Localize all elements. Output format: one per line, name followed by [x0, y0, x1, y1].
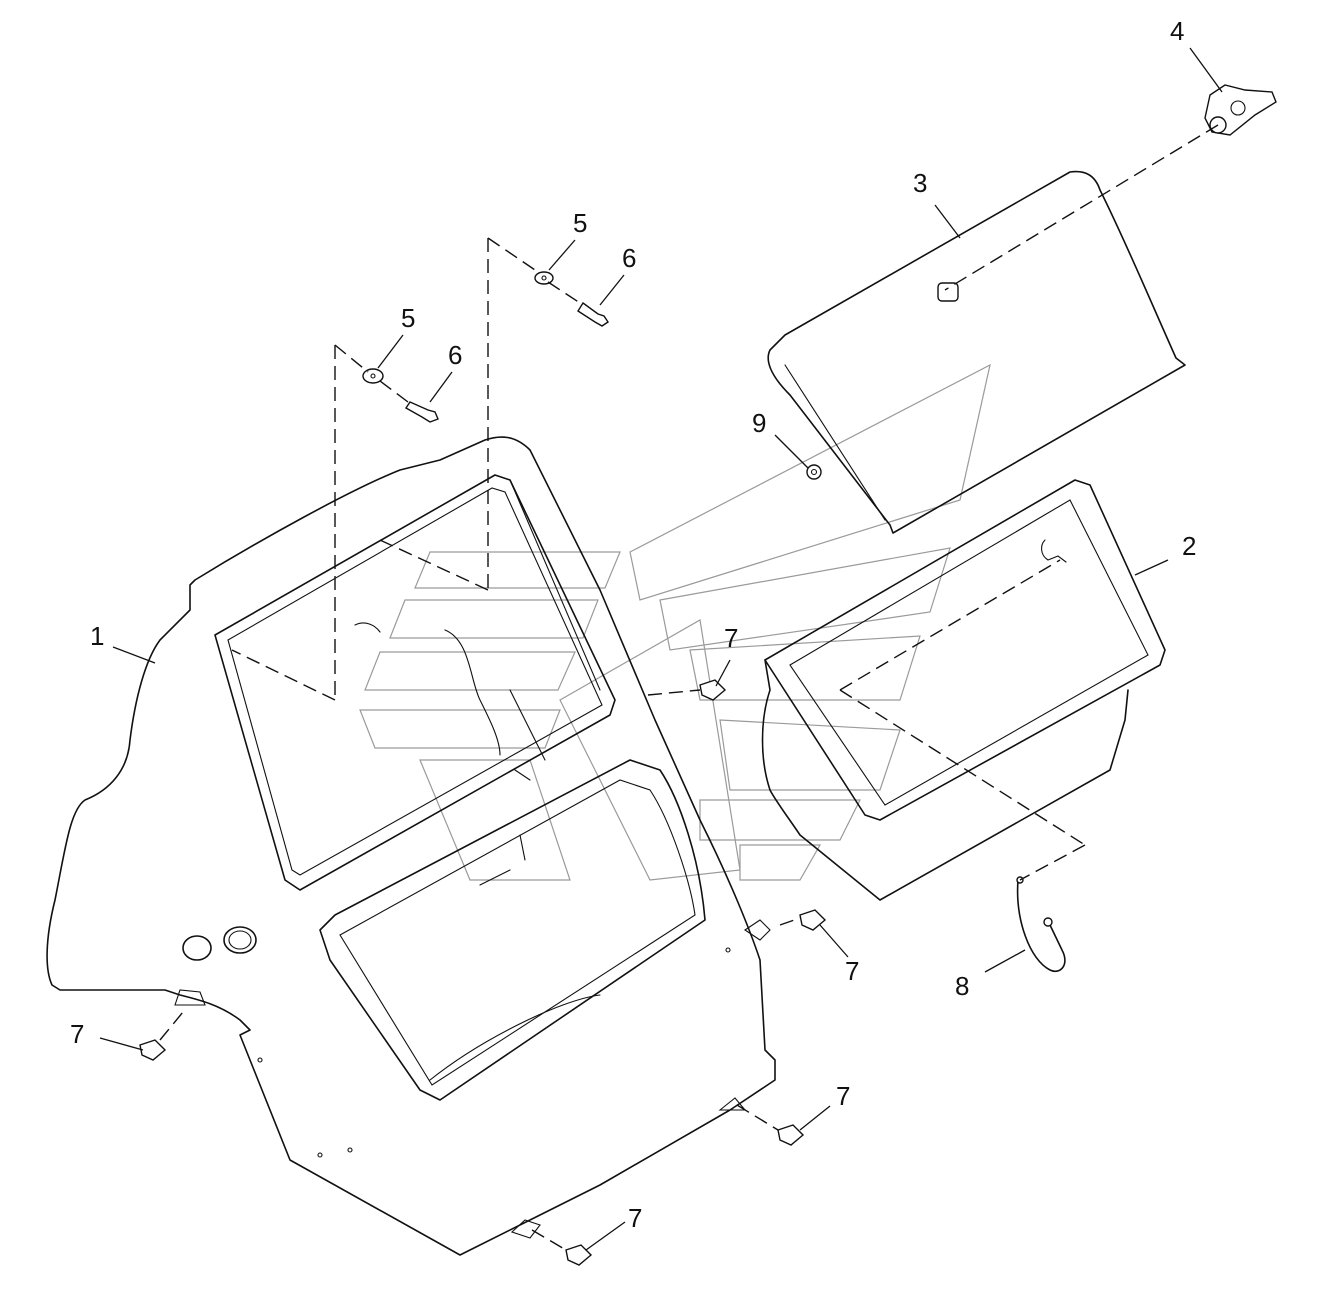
watermark-logo [359, 363, 991, 881]
callout-9: 9 [752, 408, 766, 438]
leader-lines [99, 47, 1223, 1251]
callout-7-d: 7 [836, 1081, 850, 1111]
callout-5-upper: 5 [573, 208, 587, 238]
part-3-cover-lid [767, 170, 1186, 534]
callout-5-lower: 5 [401, 303, 415, 333]
part-5-washer-lower [362, 368, 384, 384]
callout-6-upper: 6 [622, 243, 636, 273]
callout-2: 2 [1182, 531, 1196, 561]
part-8-strap-cable [1016, 876, 1066, 972]
callout-7-b: 7 [845, 956, 859, 986]
assembly-lines [159, 124, 1219, 1251]
part-7-clip-c [139, 1039, 167, 1061]
callout-6-lower: 6 [448, 340, 462, 370]
callout-3: 3 [913, 168, 927, 198]
part-7-clip-b [799, 909, 827, 931]
callout-1: 1 [90, 621, 104, 651]
part-7-clip-e [565, 1244, 593, 1266]
part-6-screw-lower [404, 401, 439, 423]
callout-8: 8 [955, 971, 969, 1001]
part-2-storage-box [761, 479, 1166, 901]
part-7-clip-d [777, 1124, 805, 1146]
callout-7-a: 7 [724, 623, 738, 653]
callout-7-c: 7 [70, 1019, 84, 1049]
callout-4: 4 [1170, 16, 1184, 46]
part-5-washer-upper [534, 271, 554, 285]
part-6-screw-upper [577, 301, 609, 327]
part-9-grommet [806, 464, 822, 480]
part-4-lock [1204, 84, 1277, 136]
part-1-dash-panel [46, 436, 776, 1256]
part-7-clip-a [699, 679, 727, 701]
callout-7-e: 7 [628, 1203, 642, 1233]
callout-labels: 4 3 2 1 5 6 5 6 9 7 7 7 7 7 8 [70, 16, 1196, 1233]
